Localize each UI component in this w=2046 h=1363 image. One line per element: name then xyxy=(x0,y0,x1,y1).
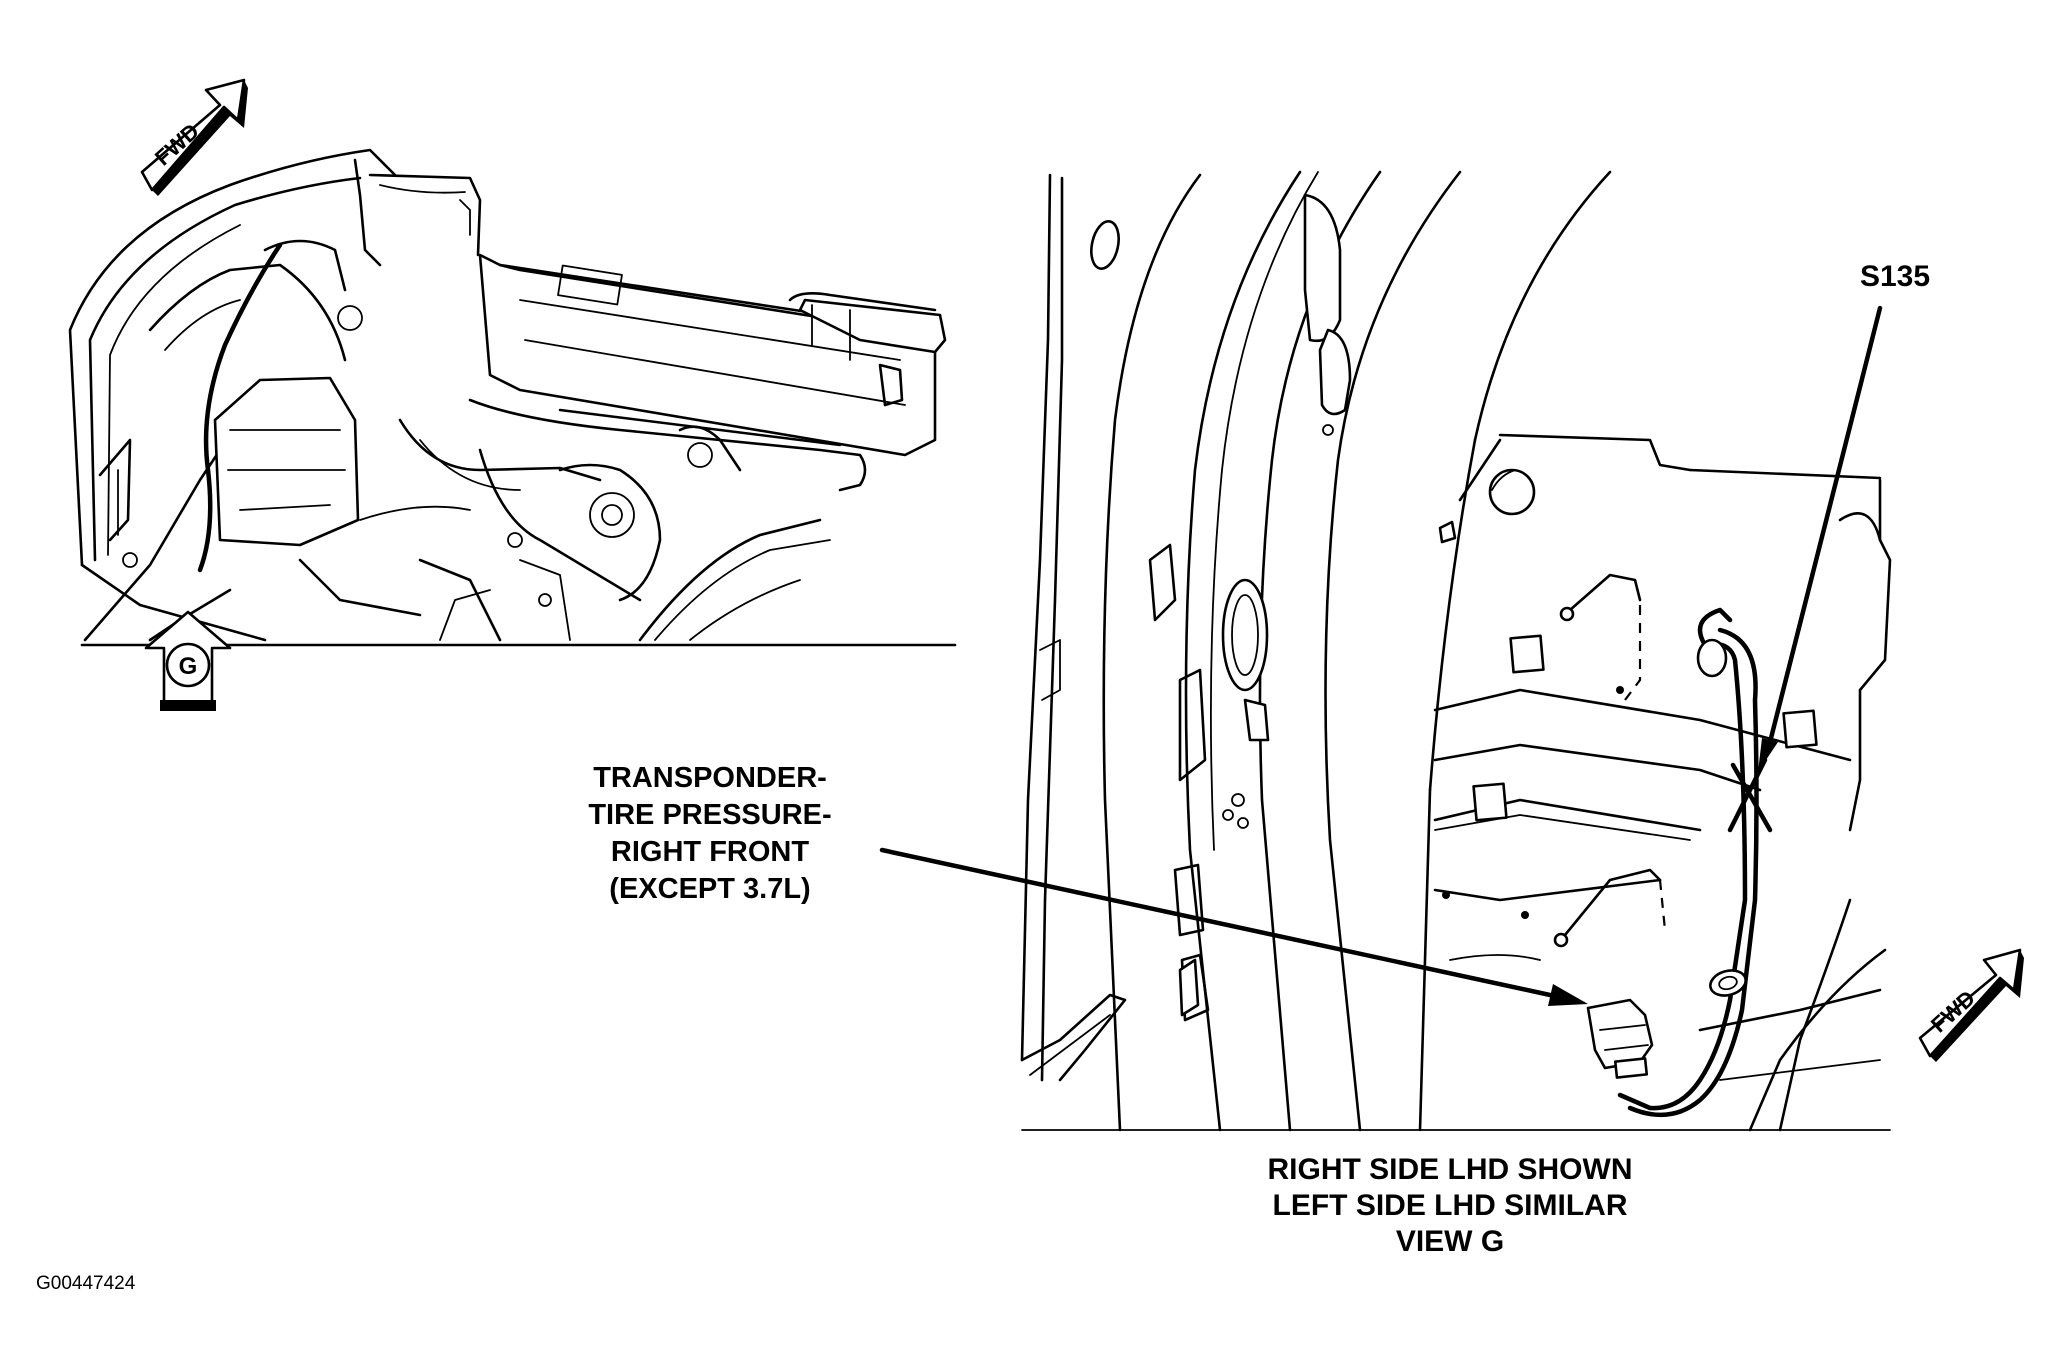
view-caption-line: RIGHT SIDE LHD SHOWN xyxy=(1267,1153,1633,1186)
view-caption-line: VIEW G xyxy=(1395,1225,1505,1258)
fwd-arrow-icon: FWD xyxy=(140,78,248,196)
view-g-detail-drawing xyxy=(1020,170,1892,1132)
splice-label-s135: S135 xyxy=(1859,260,1931,293)
view-arrow-icon: G xyxy=(144,610,232,711)
view-marker-letter: G xyxy=(179,653,198,680)
s135-leader-arrow xyxy=(1758,305,1883,772)
view-caption-line: LEFT SIDE LHD SIMILAR xyxy=(1272,1189,1628,1222)
engine-bay-overview-drawing xyxy=(68,148,957,647)
transponder-leader-arrow xyxy=(879,847,1588,1006)
transponder-label-line: (EXCEPT 3.7L) xyxy=(609,873,811,905)
fwd-arrow-icon: FWD xyxy=(1918,948,2024,1062)
figure-id: G00447424 xyxy=(36,1273,136,1294)
transponder-label-line: RIGHT FRONT xyxy=(610,836,810,868)
transponder-callout-label: TRANSPONDER- TIRE PRESSURE- RIGHT FRONT … xyxy=(540,760,880,908)
view-caption: RIGHT SIDE LHD SHOWN LEFT SIDE LHD SIMIL… xyxy=(1180,1152,1720,1260)
transponder-label-line: TRANSPONDER- xyxy=(593,762,827,794)
transponder-label-line: TIRE PRESSURE- xyxy=(588,799,832,831)
